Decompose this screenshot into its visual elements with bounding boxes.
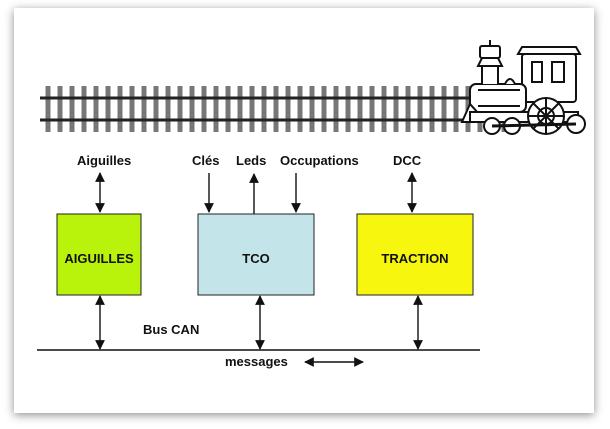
aiguilles-signal-label: Aiguilles <box>77 153 131 168</box>
occupations-signal-label: Occupations <box>280 153 359 168</box>
aiguilles-block: AIGUILLES <box>56 213 142 296</box>
aiguilles-block-label: AIGUILLES <box>64 251 134 266</box>
messages-label: messages <box>225 354 288 369</box>
tco-block: TCO <box>197 213 315 296</box>
traction-block: TRACTION <box>356 213 474 296</box>
railway-track-icon <box>40 86 520 132</box>
tco-block-label: TCO <box>242 251 269 266</box>
leds-signal-label: Leds <box>236 153 266 168</box>
cles-signal-label: Clés <box>192 153 219 168</box>
traction-block-label: TRACTION <box>381 251 448 266</box>
dcc-signal-label: DCC <box>393 153 422 168</box>
steam-locomotive-icon <box>460 40 586 135</box>
bus-can-label: Bus CAN <box>143 322 199 337</box>
